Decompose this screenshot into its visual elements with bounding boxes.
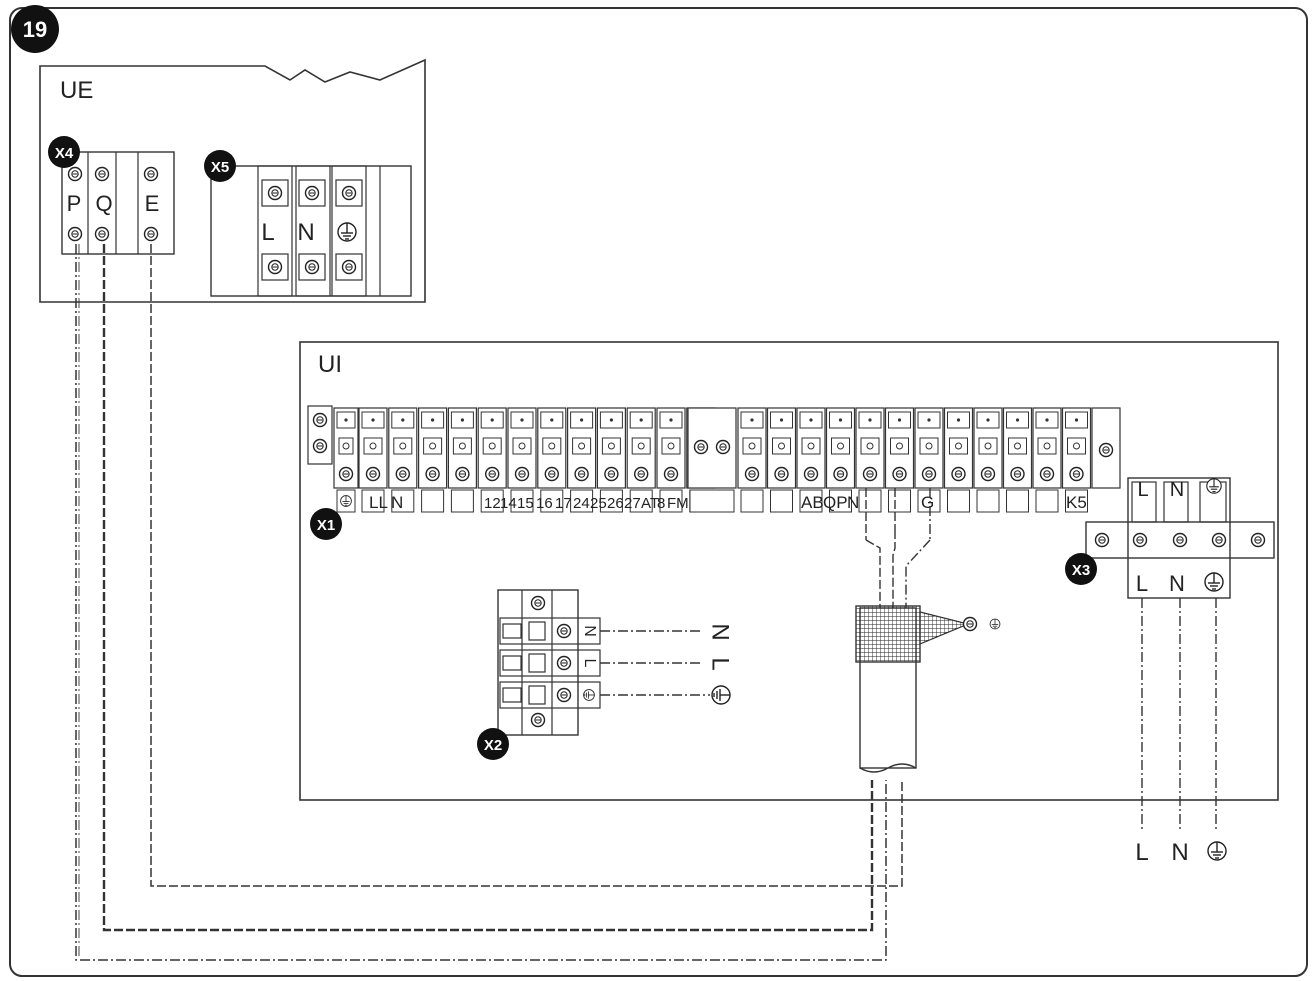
x1-label-ab: AB [801,493,824,512]
supply-lines [1141,598,1217,830]
x1-terminal-13 [737,407,767,513]
x1-label-27: 27 [624,495,641,512]
x1-terminal-14 [766,407,797,513]
x1-terminal-15 [796,407,826,513]
x1-terminal-22 [1002,407,1033,513]
x1-terminal-11 [656,407,686,513]
x4-label-p: P [67,191,82,216]
x1-label-17: 17 [555,495,572,512]
x4-terminal-block: P Q E [61,151,175,255]
ue-unit: UE [39,58,426,303]
x5-badge-text: X5 [211,159,229,176]
x3-bottom-label-n: N [1169,571,1185,596]
x1-label-n: N [391,493,403,512]
x3-top-earth-icon [1206,478,1222,494]
x1-terminal-4 [447,407,477,513]
x3-badge: X3 [1065,553,1097,585]
x1-label-g: G [921,493,934,512]
x1-terminal-16 [825,407,856,513]
x3-top-label-l: L [1137,479,1148,501]
figure-number: 19 [23,17,47,42]
x3-bottom-label-l: L [1136,571,1148,596]
ui-unit: UI [299,341,1279,801]
x1-terminal-1 [358,407,388,513]
x1-terminal-21 [973,407,1003,513]
ue-label: UE [60,77,93,104]
shield-earth-icon [989,618,1001,630]
x1-terminal-7 [537,407,567,513]
x3-terminal-block: L N L N [1085,477,1275,599]
x5-earth-icon [337,222,357,242]
x1-terminal-0 [333,407,359,513]
x1-earth-icon [340,495,352,507]
x1-badge: X1 [310,508,342,540]
x1-label-fm: FM [667,495,689,512]
x1-labels: LL N 12 14 15 16 17 24 25 26 27 AT 8 FM … [340,493,1087,512]
x2-label-n: N [581,625,598,637]
x4-label-q: Q [95,191,112,216]
x1-terminal-20 [943,407,974,513]
x1-terminal-8 [566,407,597,513]
x1-terminal-17 [855,407,885,513]
x3-badge-text: X3 [1072,562,1090,579]
interconnect-wiring [75,244,903,961]
x3-bottom-earth-icon [1204,572,1224,592]
outer-frame [9,7,1308,977]
x1-label-8: 8 [657,495,665,512]
x5-label-n: N [297,219,314,246]
x2-badge: X2 [477,728,509,760]
shielded-cable [855,488,1001,773]
x1-label-n2: N [847,493,859,512]
x1-label-ll: LL [369,493,388,512]
x2-earth-icon [583,689,595,701]
x1-terminal-strip [307,405,1121,513]
x1-terminal-10 [626,407,656,513]
x1-terminal-23 [1032,407,1062,513]
x1-terminal-5 [477,407,507,513]
x2-terminal-block: N L N L [497,589,734,736]
x1-label-26: 26 [607,495,624,512]
x1-terminal-3 [418,407,448,513]
supply-label-l: L [1135,839,1148,866]
x5-badge: X5 [204,150,236,182]
x4-badge-text: X4 [55,145,74,162]
x2-out-label-n: N [707,623,734,640]
x1-label-at: AT [641,495,659,512]
x1-label-qp: QP [823,493,848,512]
supply-label-n: N [1171,839,1188,866]
x5-label-l: L [261,219,274,246]
x2-out-label-l: L [707,657,734,670]
x1-terminal-24 [1061,407,1092,513]
x1-terminal-6 [507,407,537,513]
x1-label-25: 25 [590,495,607,512]
x4-label-e: E [145,191,160,216]
x4-badge: X4 [48,136,80,168]
x1-label-14: 14 [500,495,517,512]
x1-label-k5: K5 [1066,493,1087,512]
x2-out-earth-icon [711,685,731,705]
supply-earth-icon [1207,841,1227,861]
x1-badge-text: X1 [317,517,335,534]
figure-number-badge: 19 [11,5,59,53]
x1-label-12: 12 [484,495,501,512]
x3-top-label-n: N [1170,479,1184,501]
x1-terminal-9 [596,407,627,513]
x5-terminal-block: L N [210,165,412,297]
x1-terminal-19 [914,407,944,513]
x1-label-24: 24 [573,495,590,512]
x1-terminal-2 [388,407,418,513]
x1-label-15: 15 [517,495,534,512]
x1-terminal-18 [884,407,915,513]
ui-label: UI [318,351,342,378]
x1-label-16: 16 [536,495,553,512]
x2-label-l: L [581,659,598,668]
x2-badge-text: X2 [484,737,502,754]
x1-spacer [687,407,737,513]
